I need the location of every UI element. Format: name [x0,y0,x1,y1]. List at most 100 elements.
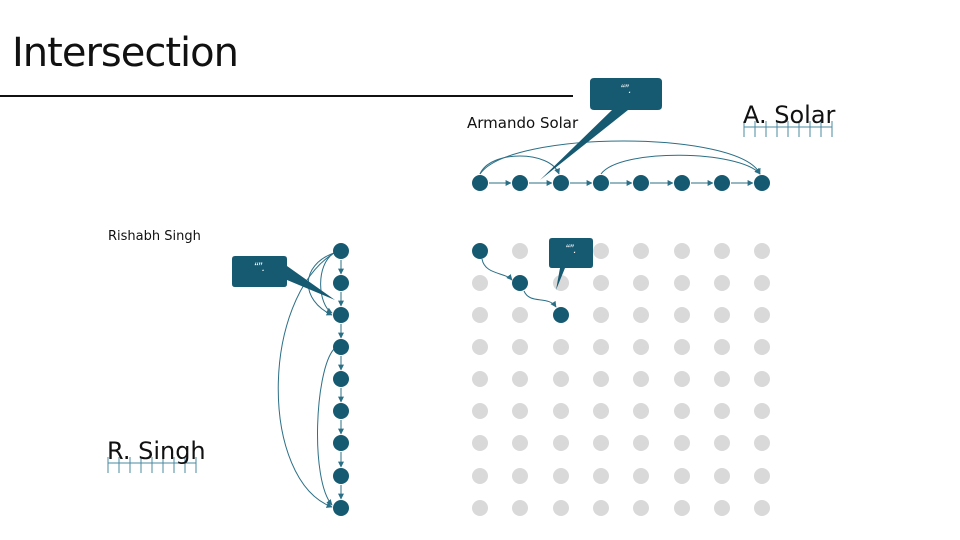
grid-node [472,307,488,323]
grid-node [553,435,569,451]
grid-node [553,500,569,516]
author-top-short: A. Solar [743,101,836,129]
edge [481,258,513,281]
grid-node [754,243,770,259]
grid-node [714,371,730,387]
edges [277,140,761,508]
grid-node [553,339,569,355]
grid-node [593,339,609,355]
grid-node [714,307,730,323]
grid-node [553,403,569,419]
callout-left-text: “”. [253,260,266,274]
grid-node [714,435,730,451]
callout-left [232,256,335,300]
left-chain-node [333,275,349,291]
grid-node [512,243,528,259]
grid-node [674,307,690,323]
top-chain-node [593,175,609,191]
grid-node [472,468,488,484]
left-chain-node [333,307,349,323]
grid-node [633,307,649,323]
title-divider [0,95,573,97]
grid-node [593,243,609,259]
author-left-short: R. Singh [107,437,206,465]
edge [317,348,335,506]
callout-grid [549,238,593,290]
left-chain-node [333,339,349,355]
intersection-grid [472,243,770,516]
grid-node [472,339,488,355]
author-left-full: Rishabh Singh [108,229,201,244]
grid-node [714,275,730,291]
callout-top-text: “”. [620,82,632,96]
top-chain-node [633,175,649,191]
grid-node [633,435,649,451]
grid-node [593,403,609,419]
grid-node [633,371,649,387]
grid-node [714,500,730,516]
edge [479,155,560,175]
grid-node [593,500,609,516]
callout-top [540,78,662,180]
grid-node [472,435,488,451]
grid-node [633,339,649,355]
edge [600,154,761,175]
grid-node [714,468,730,484]
grid-node [593,307,609,323]
left-chain-node [333,371,349,387]
grid-node [754,371,770,387]
left-chain-node [333,468,349,484]
grid-node [754,307,770,323]
grid-node [472,500,488,516]
grid-node [674,403,690,419]
grid-node [553,468,569,484]
top-chain-node [553,175,569,191]
grid-node [714,243,730,259]
grid-node [633,275,649,291]
grid-node [512,435,528,451]
grid-node [674,243,690,259]
grid-node [593,275,609,291]
grid-node-active [512,275,528,291]
callout-grid-text: “”. [565,242,577,256]
grid-node-active [553,307,569,323]
grid-node [472,403,488,419]
grid-node [674,468,690,484]
grid-node [754,500,770,516]
edge [479,140,761,175]
grid-node [593,435,609,451]
left-chain-node [333,243,349,259]
grid-node [472,275,488,291]
grid-node [633,403,649,419]
grid-node [674,339,690,355]
slide-title: Intersection [12,30,239,76]
grid-node [633,468,649,484]
grid-node [593,468,609,484]
nodes [333,175,770,516]
grid-node [714,339,730,355]
grid-node [754,339,770,355]
grid-node [754,435,770,451]
grid-node [593,371,609,387]
grid-node [754,403,770,419]
grid-node [633,243,649,259]
left-chain-node [333,403,349,419]
grid-node [553,371,569,387]
top-chain-node [714,175,730,191]
edge [277,252,335,508]
grid-node [512,403,528,419]
top-chain-node [754,175,770,191]
edge [320,252,335,314]
grid-node [472,371,488,387]
author-top-full: Armando Solar [467,114,579,132]
top-chain-node [472,175,488,191]
left-chain-node [333,435,349,451]
grid-node-active [472,243,488,259]
grid-node [674,435,690,451]
grid-node [674,275,690,291]
edge [523,290,557,308]
grid-node [714,403,730,419]
grid-node [633,500,649,516]
grid-node [512,339,528,355]
